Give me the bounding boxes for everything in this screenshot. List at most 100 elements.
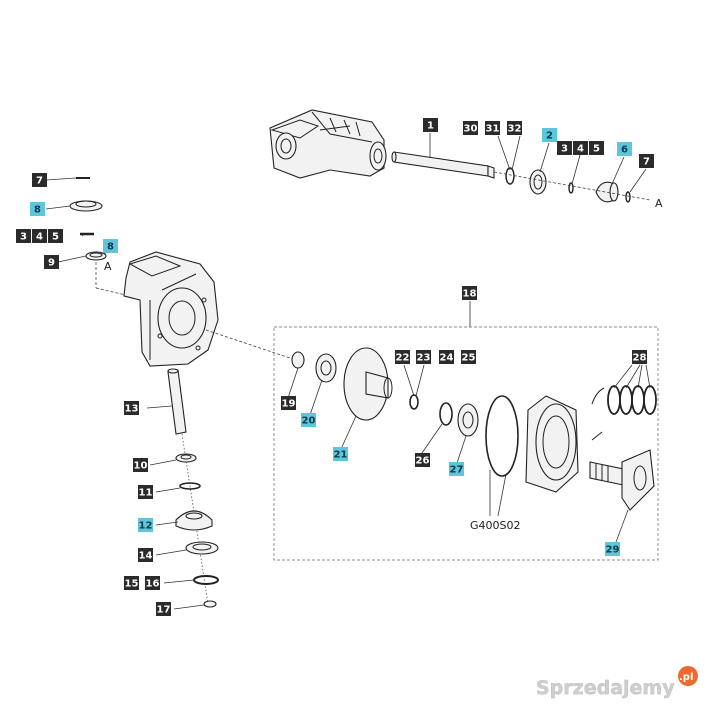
seal-19 — [291, 351, 305, 369]
seal-14 — [185, 541, 219, 555]
ring-7-top — [625, 191, 631, 203]
part-label-text: 14 — [139, 551, 153, 562]
part-label-text: 32 — [508, 124, 522, 135]
cap-8-left — [69, 200, 103, 212]
part-label-box — [103, 239, 118, 253]
seal-rings-28 — [607, 385, 657, 415]
part-label-box — [639, 154, 654, 168]
part-label-box — [301, 413, 316, 427]
part-label-box — [542, 128, 557, 142]
part-label-box — [138, 548, 153, 562]
part-label-26: 26 — [415, 453, 430, 467]
part-label-18: 18 — [462, 286, 477, 300]
part-label-box — [48, 229, 63, 243]
part-label-23: 23 — [416, 350, 431, 364]
part-label-13: 13 — [124, 401, 139, 415]
part-label-box — [156, 602, 171, 616]
part-label-box — [557, 141, 572, 155]
part-label-text: 10 — [134, 461, 148, 472]
part-label-text: 17 — [157, 605, 171, 616]
part-label-27: 27 — [449, 462, 464, 476]
part-label-box — [485, 121, 500, 135]
part-label-text: 1 — [427, 121, 434, 132]
part-label-box — [32, 173, 47, 187]
part-label-text: 7 — [36, 176, 43, 187]
part-label-24: 24 — [439, 350, 454, 364]
part-label-text: 26 — [416, 456, 430, 467]
vertical-shaft-13 — [167, 368, 187, 435]
part-label-box — [462, 286, 477, 300]
part-label-5: 5 — [589, 141, 604, 155]
splined-shaft-29 — [589, 449, 655, 511]
part-label-box — [32, 229, 47, 243]
cap-12 — [175, 510, 213, 531]
part-label-14: 14 — [138, 548, 153, 562]
part-label-9: 9 — [44, 255, 59, 269]
part-label-22: 22 — [395, 350, 410, 364]
part-label-3: 3 — [557, 141, 572, 155]
bearing-2 — [529, 169, 547, 195]
ring-15 — [193, 575, 219, 585]
part-label-text: 3 — [20, 232, 27, 243]
part-label-box — [423, 118, 438, 132]
part-label-10: 10 — [133, 458, 148, 472]
ring-11 — [179, 482, 201, 490]
kit-18-frame — [273, 326, 659, 561]
part-label-text: 31 — [486, 124, 500, 135]
part-label-text: 23 — [417, 353, 431, 364]
part-label-17: 17 — [156, 602, 171, 616]
part-label-box — [44, 255, 59, 269]
part-label-text: 4 — [36, 232, 43, 243]
part-label-11: 11 — [138, 485, 153, 499]
part-label-box — [617, 142, 632, 156]
watermark-badge — [678, 666, 698, 686]
part-label-8: 8 — [30, 202, 45, 216]
part-label-28: 28 — [632, 350, 647, 364]
part-label-text: 3 — [561, 144, 568, 155]
o-ring-large — [485, 395, 519, 477]
snap-ring-3 — [568, 182, 574, 194]
flange-21 — [343, 347, 393, 421]
part-label-32: 32 — [507, 121, 522, 135]
part-label-text: 7 — [643, 157, 650, 168]
part-label-31: 31 — [485, 121, 500, 135]
main-shaft — [391, 151, 495, 179]
kit-code: G400S02 — [470, 519, 521, 532]
part-label-box — [281, 396, 296, 410]
watermark-text: Sprzedajemy — [536, 677, 675, 699]
ring-23 — [409, 394, 419, 410]
part-label-box — [416, 350, 431, 364]
part-label-box — [632, 350, 647, 364]
gearbox-housing-left — [123, 251, 219, 367]
part-label-15: 15 — [124, 576, 139, 590]
part-label-box — [589, 141, 604, 155]
part-label-text: 8 — [107, 242, 114, 253]
bearing-10 — [175, 453, 197, 463]
part-label-box — [605, 542, 620, 556]
watermark-suffix: .pl — [679, 672, 693, 683]
part-label-text: 29 — [606, 545, 620, 556]
part-label-box — [461, 350, 476, 364]
part-label-box — [449, 462, 464, 476]
part-label-text: 4 — [577, 144, 584, 155]
leader-lines — [45, 133, 651, 610]
part-label-text: 18 — [463, 289, 477, 300]
part-label-text: 9 — [48, 258, 55, 269]
part-label-box — [439, 350, 454, 364]
part-label-text: 6 — [621, 145, 628, 156]
part-label-text: 28 — [633, 353, 647, 364]
part-label-text: 25 — [462, 353, 476, 364]
part-label-box — [138, 518, 153, 532]
part-label-text: 15 — [125, 579, 139, 590]
part-label-box — [16, 229, 31, 243]
bearing-20 — [315, 353, 337, 383]
ref-a-top: A — [655, 197, 663, 210]
part-label-box — [133, 458, 148, 472]
part-label-box — [463, 121, 478, 135]
part-label-box — [333, 447, 348, 461]
watermark: Sprzedajemy .pl — [536, 666, 698, 699]
part-label-text: 5 — [593, 144, 600, 155]
bearing-27 — [457, 403, 479, 437]
part-label-21: 21 — [333, 447, 348, 461]
